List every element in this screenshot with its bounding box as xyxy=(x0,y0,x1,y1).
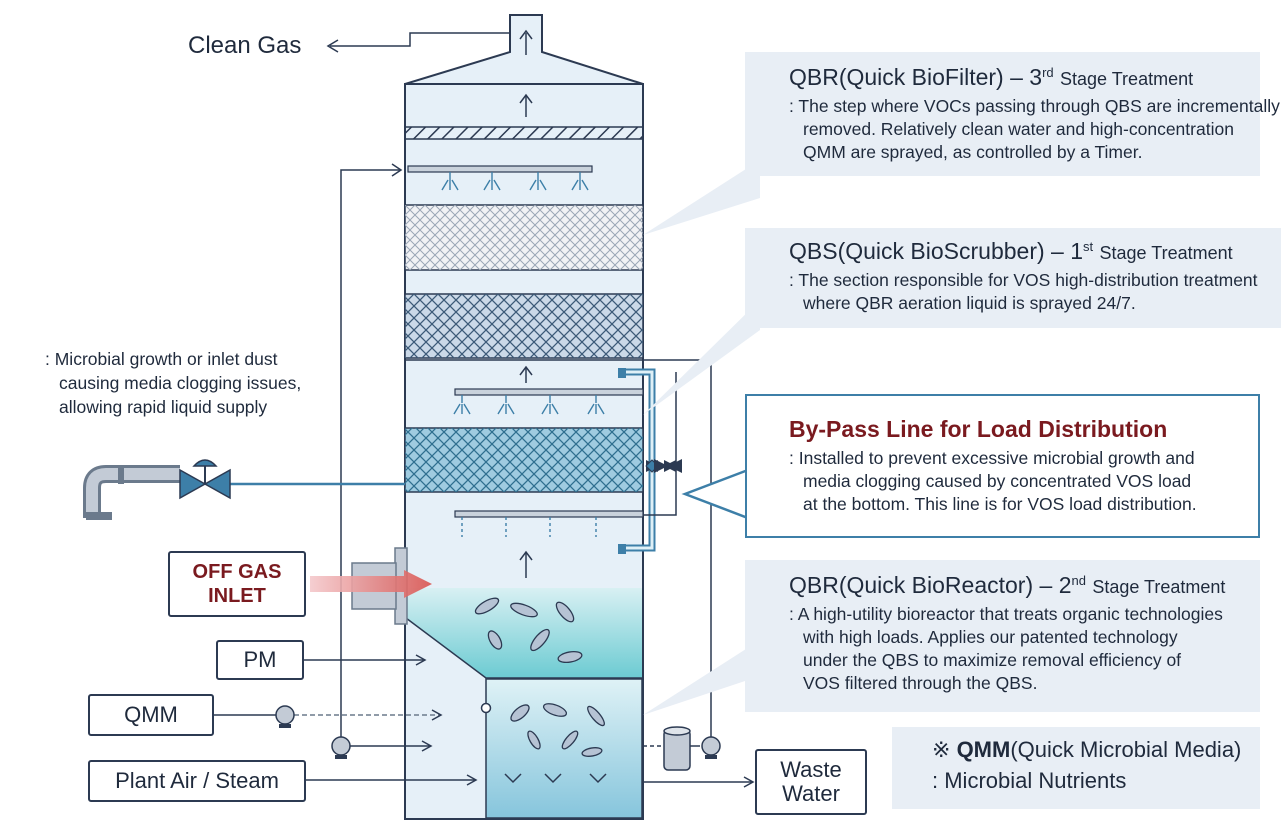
qmm-note: ※ QMM(Quick Microbial Media) : Microbial… xyxy=(892,727,1260,809)
bypass-desc-line: media clogging caused by concentrated VO… xyxy=(803,471,1192,491)
bioreactor-desc-line: VOS filtered through the QBS. xyxy=(803,673,1038,693)
qmm-note-rest: (Quick Microbial Media) xyxy=(1010,737,1242,762)
bypass-callout: By-Pass Line for Load Distribution : Ins… xyxy=(745,394,1260,538)
biofilter-desc-line: QMM are sprayed, as controlled by a Time… xyxy=(803,142,1143,162)
qmm-note-bold: QMM xyxy=(956,737,1011,762)
clogging-note-line: allowing rapid liquid supply xyxy=(59,397,268,417)
plant-air-input-box: Plant Air / Steam xyxy=(88,760,306,802)
bioscrubber-title-text: QBS(Quick BioScrubber) – 1 xyxy=(789,238,1084,264)
clogging-note-line: causing media clogging issues, xyxy=(59,373,302,393)
biofilter-title: QBR(Quick BioFilter) – 3rd Stage Treatme… xyxy=(789,64,1260,91)
bioscrubber-title: QBS(Quick BioScrubber) – 1st Stage Treat… xyxy=(789,238,1281,265)
bypass-title: By-Pass Line for Load Distribution xyxy=(789,416,1168,442)
bioreactor-stage: Stage Treatment xyxy=(1092,577,1226,597)
bypass-valve-icon xyxy=(654,459,682,473)
off-gas-line: INLET xyxy=(208,585,266,607)
bioreactor-liquid xyxy=(405,588,643,819)
waste-water-line: Water xyxy=(782,781,840,806)
lower-spray-header xyxy=(454,510,644,537)
qmm-input-box: QMM xyxy=(88,694,214,736)
bypass-pointer xyxy=(681,468,751,520)
bioreactor-callout: QBR(Quick BioReactor) – 2nd Stage Treatm… xyxy=(745,560,1260,712)
bypass-description: : Installed to prevent excessive microbi… xyxy=(789,447,1258,516)
bioscrubber-ordinal: st xyxy=(1083,239,1094,254)
bioscrubber-stage: Stage Treatment xyxy=(1099,243,1233,263)
input-lines xyxy=(214,654,755,788)
clogging-note: : Microbial growth or inlet dust causing… xyxy=(45,347,301,419)
clean-gas-label: Clean Gas xyxy=(188,32,302,59)
reference-mark: ※ xyxy=(932,737,951,762)
recirc-pump-icon xyxy=(331,736,351,759)
middle-spray-header xyxy=(453,388,644,415)
biofilter-description: : The step where VOCs passing through QB… xyxy=(789,95,1280,164)
off-gas-duct xyxy=(310,547,432,625)
callout-pointers xyxy=(643,160,760,715)
qmm-pump-icon xyxy=(275,705,295,728)
pm-input-box: PM xyxy=(216,640,304,680)
bioscrubber-callout: QBS(Quick BioScrubber) – 1st Stage Treat… xyxy=(745,228,1281,328)
bioreactor-desc-line: : A high-utility bioreactor that treats … xyxy=(789,604,1223,624)
off-gas-line: OFF GAS xyxy=(192,561,282,583)
biofilter-desc-line: removed. Relatively clean water and high… xyxy=(803,119,1234,139)
discharge-pump-icon xyxy=(701,736,721,759)
bioreactor-ordinal: nd xyxy=(1071,573,1086,588)
waste-water-line: Waste xyxy=(780,757,842,782)
bioreactor-title: QBR(Quick BioReactor) – 2nd Stage Treatm… xyxy=(789,572,1260,599)
bypass-inlet-pipe xyxy=(83,465,405,520)
tower-outlet xyxy=(326,14,644,86)
bioreactor-description: : A high-utility bioreactor that treats … xyxy=(789,603,1260,695)
clogging-note-line: : Microbial growth or inlet dust xyxy=(45,349,278,369)
biofilter-ordinal: rd xyxy=(1042,65,1054,80)
left-feed-line xyxy=(340,163,403,744)
biofilter-callout: QBR(Quick BioFilter) – 3rd Stage Treatme… xyxy=(745,52,1280,176)
biofilter-stage: Stage Treatment xyxy=(1060,69,1194,89)
biofilter-desc-line: : The step where VOCs passing through QB… xyxy=(789,96,1280,116)
demister-grid xyxy=(404,126,644,140)
microbes xyxy=(474,597,605,757)
qmm-note-description: : Microbial Nutrients xyxy=(932,768,1127,793)
qmm-note-title: ※ QMM(Quick Microbial Media) xyxy=(932,737,1260,763)
bioscrubber-description: : The section responsible for VOS high-d… xyxy=(789,269,1281,315)
bioscrubber-desc-line: where QBR aeration liquid is sprayed 24/… xyxy=(803,293,1136,313)
bioreactor-desc-line: with high loads. Applies our patented te… xyxy=(803,627,1178,647)
inlet-valve-icon xyxy=(179,459,231,500)
top-spray-header xyxy=(407,165,593,191)
bypass-desc-line: at the bottom. This line is for VOS load… xyxy=(803,494,1197,514)
tank-icon xyxy=(663,726,691,771)
bioreactor-desc-line: under the QBS to maximize removal effici… xyxy=(803,650,1182,670)
bypass-desc-line: : Installed to prevent excessive microbi… xyxy=(789,448,1195,468)
bioreactor-title-text: QBR(Quick BioReactor) – 2 xyxy=(789,572,1072,598)
bioscrubber-desc-line: : The section responsible for VOS high-d… xyxy=(789,270,1258,290)
biofilter-title-text: QBR(Quick BioFilter) – 3 xyxy=(789,64,1043,90)
